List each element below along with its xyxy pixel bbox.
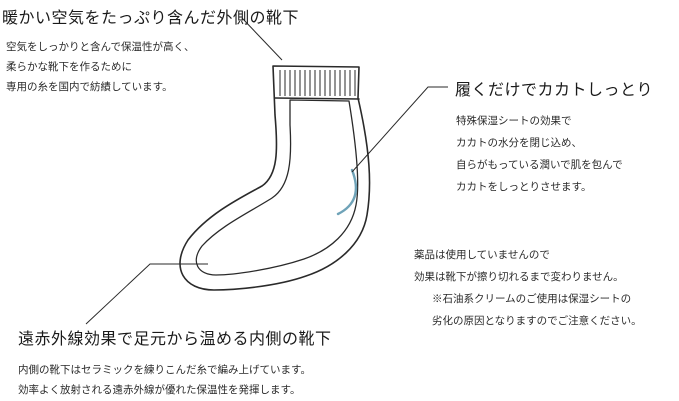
notice-text: 薬品は使用していませんので 効果は靴下が擦り切れるまで変わりません。 ※石油系ク… [414, 244, 642, 332]
notice-line-3: ※石油系クリームのご使用は保湿シートの [432, 293, 632, 305]
notice-line-4: 劣化の原因となりますのでご注意ください。 [432, 315, 642, 327]
heel-line-4: カカトをしっとりさせます。 [456, 181, 592, 193]
inner-sock-outline [195, 99, 359, 276]
outer-sock-line-3: 専用の糸を国内で紡績しています。 [6, 81, 173, 93]
leader-inner [85, 263, 208, 325]
sock-cuff [274, 97, 360, 100]
heel-line-2: カカトの水分を閉じ込め、 [456, 137, 582, 149]
notice-line-1: 薬品は使用していませんので [414, 249, 550, 261]
outer-sock-outline [179, 65, 371, 291]
leader-outer [241, 17, 283, 61]
outer-sock-heading: 暖かい空気をたっぷり含んだ外側の靴下 [2, 8, 300, 27]
notice-line-2: 効果は靴下が擦り切れるまで変わりません。 [414, 271, 624, 283]
heel-line-3: 自らがもっている潤いで肌を包んで [456, 159, 623, 171]
heel-sheet [336, 168, 358, 216]
cuff-ribbing [279, 70, 356, 96]
outer-sock-line-1: 空気をしっかりと含んで保温性が高く、 [6, 41, 195, 53]
inner-sock-heading: 遠赤外線効果で足元から温める内側の靴下 [18, 329, 332, 348]
heel-heading: 履くだけでカカトしっとり [455, 80, 654, 99]
outer-sock-line-2: 柔らかな靴下を作るために [6, 61, 132, 73]
outer-sock-description: 空気をしっかりと含んで保温性が高く、 柔らかな靴下を作るために 専用の糸を国内で… [6, 37, 194, 97]
inner-sock-line-1: 内側の靴下はセラミックを練りこんだ糸で編み上げています。 [18, 364, 311, 376]
heel-description: 特殊保湿シートの効果で カカトの水分を閉じ込め、 自らがもっている潤いで肌を包ん… [456, 110, 623, 198]
heel-line-1: 特殊保湿シートの効果で [456, 115, 572, 127]
inner-sock-description: 内側の靴下はセラミックを練りこんだ糸で編み上げています。 効率よく放射される遠赤… [18, 360, 311, 400]
inner-sock-line-2: 効率よく放射される遠赤外線が優れた保温性を発揮します。 [18, 384, 301, 396]
leader-lines [85, 17, 448, 325]
leader-heel [351, 86, 448, 173]
